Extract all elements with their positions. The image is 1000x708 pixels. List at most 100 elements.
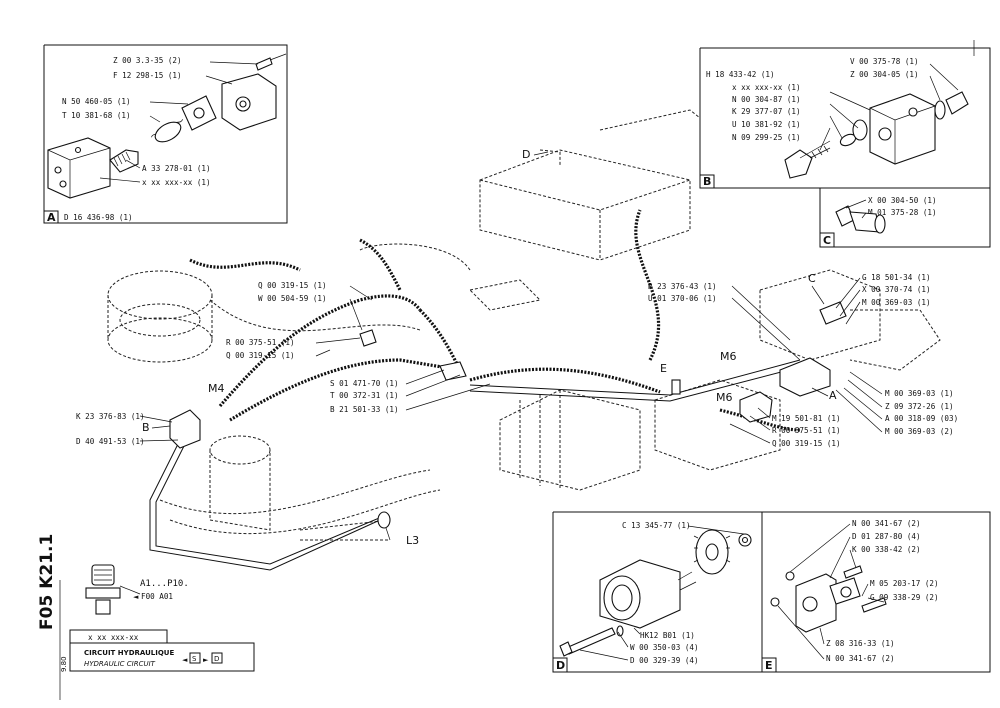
inset-b-frame — [699, 47, 991, 189]
inset-c: C X 00 304-50 (1) M 01 375-28 (1) — [819, 187, 991, 248]
inset-b-label-1: x xx xxx-xx (1) — [732, 83, 801, 92]
title-english: HYDRAULIC CIRCUIT — [84, 660, 156, 668]
inset-e-label-6: N 00 341-67 (2) — [826, 654, 895, 663]
engine-block — [654, 379, 781, 471]
inset-a-footer-code: D 16 436-98 (1) — [64, 213, 133, 222]
inset-b-label-7: Z 00 304-05 (1) — [850, 70, 919, 79]
inset-a-label-5: x xx xxx-xx (1) — [142, 178, 211, 187]
label-k23376: K 23 376-83 (1) — [76, 412, 145, 421]
inset-e-label-4: G 09 338-29 (2) — [870, 593, 939, 602]
inset-b-block — [869, 93, 936, 165]
reservoir — [107, 270, 213, 320]
inset-e-frame — [762, 511, 991, 673]
hose-return — [469, 367, 661, 394]
inset-b-label-6: V 00 375-78 (1) — [850, 57, 919, 66]
inset-e-label-2: K 00 338-42 (2) — [852, 545, 921, 554]
inset-d-label-1: HK12 B01 (1) — [640, 631, 695, 640]
label-d40491: D 40 491-53 (1) — [76, 437, 145, 446]
callout-b: B — [142, 421, 150, 434]
inset-a-letter: A — [47, 211, 56, 224]
sheet-date: 9.80 — [60, 656, 68, 672]
plug — [784, 149, 813, 179]
nav-to[interactable]: D — [214, 655, 219, 663]
inset-b-label-2: N 00 304-87 (1) — [732, 95, 801, 104]
hose-mid — [229, 358, 461, 422]
title-french: CIRCUIT HYDRAULIQUE — [84, 649, 174, 657]
callout-m6-upper: M6 — [720, 350, 737, 363]
inset-b: B H 18 433-42 (1) x xx xxx-xx (1) N 00 3… — [699, 47, 991, 189]
hose-upper — [218, 294, 422, 408]
inset-a-frame — [43, 44, 288, 224]
inset-e: E N 00 341-67 (2) D 01 287-80 (4) K 00 3… — [761, 511, 991, 673]
nipple-fitting — [109, 149, 139, 173]
inset-b-label-4: U 10 381-92 (1) — [732, 120, 801, 129]
callout-c: C — [808, 272, 816, 285]
inset-d-label-3: D 00 329-39 (4) — [630, 656, 699, 665]
screw — [255, 57, 273, 71]
inset-e-label-5: Z 08 316-33 (1) — [826, 639, 895, 648]
inset-a-label-1: F 12 298-15 (1) — [113, 71, 182, 80]
inset-b-label-0: H 18 433-42 (1) — [706, 70, 775, 79]
inset-b-label-5: N 09 299-25 (1) — [732, 133, 801, 142]
nav-from[interactable]: S — [192, 655, 197, 663]
callout-l3: L3 — [406, 534, 419, 547]
inset-d-label-2: W 00 350-03 (4) — [630, 643, 699, 652]
hoses — [149, 209, 805, 571]
inset-e-letter: E — [765, 659, 773, 672]
callout-m4: M4 — [208, 382, 225, 395]
label-m00369-c: M 00 369-03 (2) — [885, 427, 954, 436]
label-g18501: G 18 501-34 (1) — [862, 273, 931, 282]
label-q00319-a: Q 00 319-15 (1) — [258, 281, 327, 290]
inset-c-label-0: X 00 304-50 (1) — [868, 196, 937, 205]
title-block: x xx xxx-xx CIRCUIT HYDRAULIQUE HYDRAULI… — [37, 534, 255, 700]
label-q00319-b: Q 00 319-15 (1) — [226, 351, 295, 360]
machine-outline — [107, 109, 941, 541]
label-u01370: U 01 370-06 (1) — [648, 294, 717, 303]
label-b21501: B 21 501-33 (1) — [330, 405, 399, 414]
inset-a-letter-box — [43, 210, 59, 224]
inset-a-label-2: N 50 460-05 (1) — [62, 97, 131, 106]
ref-arrow-icon: ◄ — [133, 593, 139, 601]
union — [945, 91, 969, 115]
inset-c-frame — [819, 187, 991, 248]
inset-e-label-1: D 01 287-80 (4) — [852, 532, 921, 541]
nav-arrow-right: ► — [203, 656, 209, 664]
inset-a-label-4: A 33 278-01 (1) — [142, 164, 211, 173]
title-box — [69, 642, 255, 672]
label-m00369-b: M 00 369-03 (1) — [885, 389, 954, 398]
sheet-code: F05 K21.1 — [37, 534, 57, 630]
inset-d-letter: D — [556, 659, 565, 672]
pipe-clamp-l3 — [377, 511, 391, 529]
callout-a: A — [829, 389, 837, 402]
lower-tank — [209, 450, 271, 531]
label-a00318: A 00 318-09 (03) — [885, 414, 958, 423]
reference-sheet[interactable]: F00 A01 — [141, 592, 173, 601]
inset-a-label-0: Z 00 3.3-35 (2) — [113, 56, 182, 65]
cab-block — [479, 149, 691, 261]
inset-c-letter: C — [823, 234, 831, 247]
fitting-icon — [85, 564, 141, 615]
rigid-pipe — [149, 439, 381, 571]
part-number: x xx xxx-xx — [88, 633, 139, 642]
callout-m6-lower: M6 — [716, 391, 733, 404]
callout-e: E — [660, 362, 667, 375]
label-m00369-a: M 00 369-03 (1) — [862, 298, 931, 307]
inset-b-letter: B — [703, 175, 711, 188]
label-s01471: S 01 471-70 (1) — [330, 379, 399, 388]
inset-b-label-3: K 29 377-07 (1) — [732, 107, 801, 116]
label-z09372: Z 09 372-26 (1) — [885, 402, 954, 411]
label-r00375-b: R 00 375-51 (1) — [772, 426, 841, 435]
label-t00372: T 00 372-31 (1) — [330, 391, 399, 400]
valve-m6 — [779, 357, 831, 397]
label-r23376: R 23 376-43 (1) — [648, 282, 717, 291]
label-m19501: M 19 501-81 (1) — [772, 414, 841, 423]
callout-d: D — [522, 148, 530, 161]
fittings — [169, 301, 847, 529]
inset-d: D C 13 345-77 (1) HK12 B01 (1) W 00 350-… — [552, 511, 763, 673]
valve-m4 — [169, 409, 201, 449]
label-x00370: X 00 370-74 (1) — [862, 285, 931, 294]
label-r00375: R 00 375-51 (1) — [226, 338, 295, 347]
inset-a-label-3: T 10 381-68 (1) — [62, 111, 131, 120]
inset-a: A D 16 436-98 (1) Z 00 3.3-35 (2) F 12 2… — [43, 44, 288, 224]
inset-e-label-0: N 00 341-67 (2) — [852, 519, 921, 528]
